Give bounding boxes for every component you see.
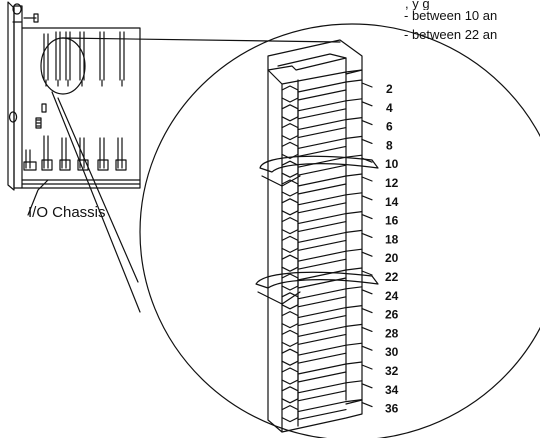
terminal-number-34: 34 bbox=[385, 383, 399, 397]
terminal-leader-24 bbox=[361, 289, 373, 295]
magnified-view-circle bbox=[139, 23, 540, 438]
terminal-leader-18 bbox=[361, 232, 373, 238]
terminal-14 bbox=[281, 192, 363, 216]
terminal-34 bbox=[281, 380, 363, 404]
terminal-number-28: 28 bbox=[385, 326, 399, 340]
terminal-20 bbox=[281, 248, 363, 272]
terminal-2 bbox=[281, 79, 363, 103]
terminal-leader-4 bbox=[361, 101, 373, 107]
terminal-leader-32 bbox=[361, 364, 373, 370]
terminal-leader-8 bbox=[361, 138, 373, 144]
terminal-6 bbox=[281, 117, 363, 141]
chassis-lower-slots bbox=[23, 135, 127, 171]
terminal-number-24: 24 bbox=[385, 289, 399, 303]
terminal-4 bbox=[281, 98, 363, 122]
terminal-22 bbox=[281, 267, 363, 291]
terminal-number-10: 10 bbox=[385, 157, 399, 171]
terminal-number-30: 30 bbox=[385, 345, 399, 359]
terminal-number-16: 16 bbox=[385, 214, 399, 228]
io-chassis-label: I/O Chassis bbox=[28, 204, 106, 221]
clip-band-lower bbox=[255, 271, 379, 289]
terminal-28 bbox=[281, 323, 363, 347]
terminal-leader-14 bbox=[361, 195, 373, 201]
terminal-8 bbox=[281, 135, 363, 159]
terminal-leader-12 bbox=[361, 176, 373, 182]
terminal-leader-22 bbox=[361, 270, 373, 276]
terminal-number-leaders bbox=[361, 82, 373, 408]
terminal-leader-28 bbox=[361, 326, 373, 332]
terminal-26 bbox=[281, 305, 363, 329]
terminal-number-36: 36 bbox=[385, 402, 399, 416]
terminal-leader-16 bbox=[361, 214, 373, 220]
terminal-36 bbox=[281, 399, 363, 423]
terminal-number-20: 20 bbox=[385, 251, 399, 265]
terminal-number-6: 6 bbox=[386, 120, 393, 134]
terminal-30 bbox=[281, 342, 363, 366]
wiring-arm bbox=[255, 39, 379, 433]
terminal-10 bbox=[281, 154, 363, 178]
terminal-leader-10 bbox=[361, 157, 373, 163]
terminal-number-8: 8 bbox=[386, 138, 393, 152]
terminal-number-22: 22 bbox=[385, 270, 399, 284]
terminal-leader-34 bbox=[361, 383, 373, 389]
note-line-1: - between 10 an bbox=[404, 8, 498, 23]
terminal-24 bbox=[281, 286, 363, 310]
terminal-leader-2 bbox=[361, 82, 373, 88]
terminal-12 bbox=[281, 173, 363, 197]
zoom-lines bbox=[51, 37, 341, 313]
note-line-2: - between 22 an bbox=[404, 27, 498, 42]
io-chassis bbox=[7, 1, 141, 216]
terminal-18 bbox=[281, 229, 363, 253]
terminal-rows bbox=[281, 79, 363, 423]
note-top-fragment: , y g bbox=[405, 0, 430, 10]
terminal-number-18: 18 bbox=[385, 232, 399, 246]
terminal-number-12: 12 bbox=[385, 176, 399, 190]
terminal-leader-20 bbox=[361, 251, 373, 257]
terminal-leader-36 bbox=[361, 402, 373, 408]
terminal-32 bbox=[281, 361, 363, 385]
terminal-number-32: 32 bbox=[385, 364, 399, 378]
terminal-number-4: 4 bbox=[386, 101, 393, 115]
terminal-leader-6 bbox=[361, 120, 373, 126]
terminal-leader-26 bbox=[361, 308, 373, 314]
terminal-leader-30 bbox=[361, 345, 373, 351]
clip-band-upper bbox=[259, 155, 379, 173]
terminal-16 bbox=[281, 211, 363, 235]
terminal-number-14: 14 bbox=[385, 195, 399, 209]
terminal-number-26: 26 bbox=[385, 308, 399, 322]
terminal-number-2: 2 bbox=[386, 82, 393, 96]
